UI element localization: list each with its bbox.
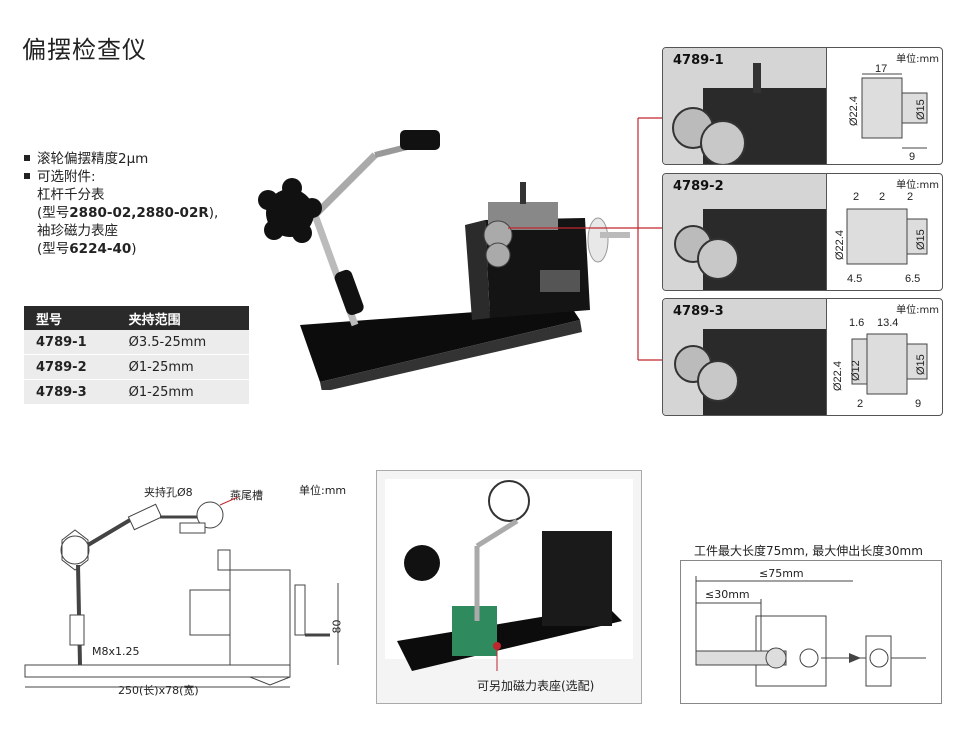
cell-range: Ø1-25mm <box>116 379 249 405</box>
page-title: 偏摆检查仪 <box>22 36 147 64</box>
dim-4-5: 4.5 <box>847 273 862 285</box>
cell-model: 4789-3 <box>24 379 117 405</box>
cell-range: Ø1-25mm <box>116 354 249 380</box>
model-label: 4789-3 <box>673 304 724 319</box>
product-photo <box>258 130 630 390</box>
cell-model: 4789-2 <box>24 354 117 380</box>
thread-label: M8x1.25 <box>92 645 140 658</box>
dim-d12: Ø12 <box>850 360 862 381</box>
table-row: 4789-2 Ø1-25mm <box>24 354 249 380</box>
technical-drawing <box>24 496 339 688</box>
bullet-icon <box>24 173 30 179</box>
cell-range: Ø3.5-25mm <box>116 330 249 355</box>
model-photo <box>663 174 827 290</box>
table-row: 4789-3 Ø1-25mm <box>24 379 249 405</box>
dim-d15: Ø15 <box>915 354 927 375</box>
dim-13-4: 13.4 <box>877 317 898 329</box>
dim-2c: 2 <box>907 191 913 203</box>
dovetail-label: 燕尾槽 <box>230 489 263 502</box>
dim-2a: 2 <box>853 191 859 203</box>
feature-sub: 杠杆千分表 <box>37 187 105 203</box>
dim-2b: 2 <box>879 191 885 203</box>
dim-d22: Ø22.4 <box>832 361 844 391</box>
model-label: 4789-1 <box>673 53 724 68</box>
col-header-range: 夹持范围 <box>116 306 249 330</box>
feature-sub: 袖珍磁力表座 <box>37 223 118 239</box>
dim-9: 9 <box>909 151 915 163</box>
dim-d22: Ø22.4 <box>848 96 860 126</box>
unit-label: 单位:mm <box>896 54 939 65</box>
dim-1-6: 1.6 <box>849 317 864 329</box>
unit-label: 单位:mm <box>896 180 939 191</box>
workpiece-title: 工件最大长度75mm, 最大伸出长度30mm <box>694 544 923 558</box>
model-label: 4789-2 <box>673 179 724 194</box>
dimension-drawing: 17 Ø22.4 Ø15 9 <box>848 63 928 163</box>
magnetic-base-photo <box>385 479 633 671</box>
unit-label: 单位:mm <box>896 305 939 316</box>
feature-sub: (型号6224-40) <box>37 241 137 257</box>
workpiece-diagram: ≤75mm ≤30mm <box>680 560 942 704</box>
dim-9: 9 <box>915 398 921 410</box>
photo-caption: 可另加磁力表座(选配) <box>477 679 595 693</box>
dimension-drawing: 2 2 2 Ø22.4 Ø15 4.5 6.5 <box>834 191 928 285</box>
feature-item: 滚轮偏摆精度2μm <box>24 150 218 168</box>
clamp-hole-label: 夹持孔Ø8 <box>144 486 193 499</box>
model-photo <box>663 299 827 415</box>
len30-label: ≤30mm <box>705 588 750 601</box>
feature-sub: (型号2880-02,2880-02R), <box>37 205 219 221</box>
magnetic-base-photo-frame: 可另加磁力表座(选配) <box>376 470 642 704</box>
dim-d15: Ø15 <box>915 99 927 120</box>
model-panel-4789-2: 4789-2 单位:mm 2 2 2 Ø22.4 Ø15 4.5 6.5 <box>662 173 943 291</box>
dim-17: 17 <box>875 63 887 75</box>
unit-label: 单位:mm <box>299 484 347 497</box>
col-header-model: 型号 <box>24 306 117 330</box>
model-panel-4789-3: 4789-3 单位:mm 1.6 13.4 Ø22.4 Ø12 Ø15 2 9 <box>662 298 943 416</box>
table-header: 型号 夹持范围 <box>24 306 249 330</box>
model-panel-4789-1: 4789-1 单位:mm 17 Ø22.4 Ø15 9 <box>662 47 943 165</box>
cell-model: 4789-1 <box>24 330 117 355</box>
dim-2: 2 <box>857 398 863 410</box>
dim-d22: Ø22.4 <box>834 230 846 260</box>
dim-d15: Ø15 <box>915 229 927 250</box>
connector-lines <box>508 117 662 361</box>
dim-6-5: 6.5 <box>905 273 920 285</box>
dimension-drawing: 1.6 13.4 Ø22.4 Ø12 Ø15 2 9 <box>832 317 928 410</box>
len75-label: ≤75mm <box>759 567 804 580</box>
feature-item: 可选附件: <box>24 168 218 186</box>
table-row: 4789-1 Ø3.5-25mm <box>24 330 249 355</box>
spec-table: 型号 夹持范围 4789-1 Ø3.5-25mm 4789-2 Ø1-25mm … <box>24 306 249 405</box>
model-photo <box>663 48 827 164</box>
feature-list: 滚轮偏摆精度2μm 可选附件: 杠杆千分表 (型号2880-02,2880-02… <box>24 150 218 258</box>
bullet-icon <box>24 155 30 161</box>
